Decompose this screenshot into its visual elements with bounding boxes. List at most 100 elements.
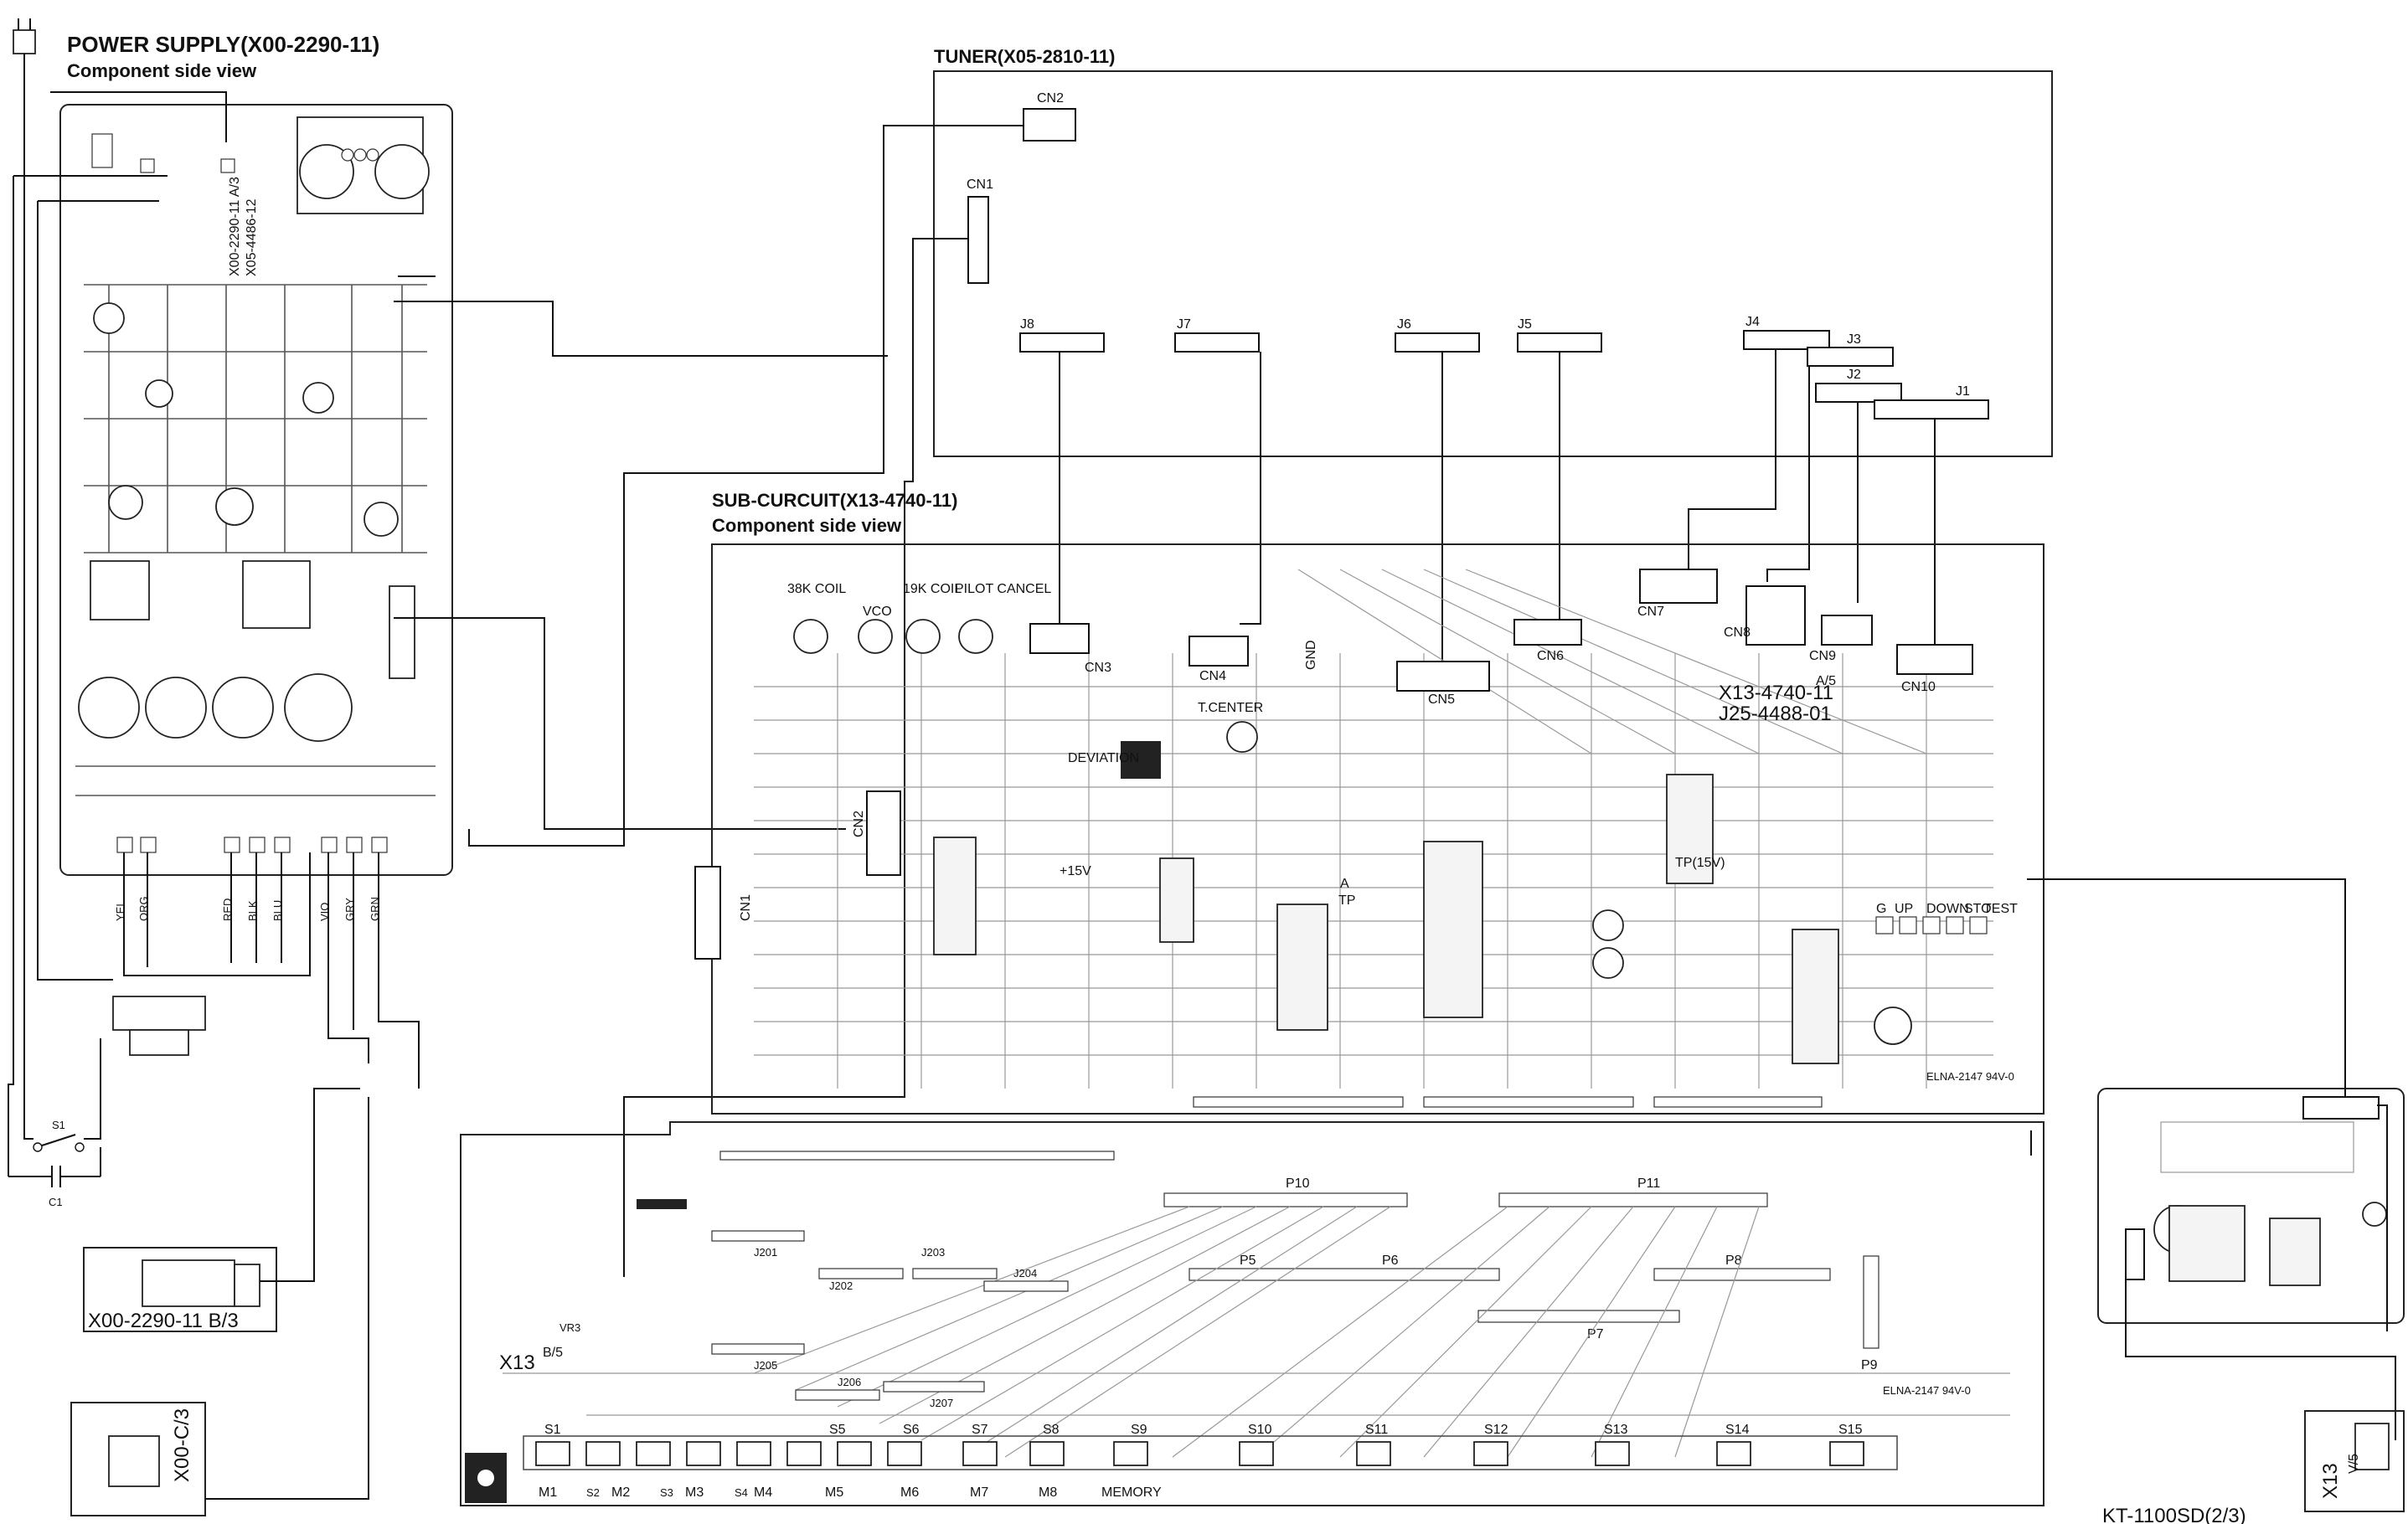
svg-text:S4: S4 bbox=[735, 1486, 748, 1499]
svg-text:CN1: CN1 bbox=[739, 894, 753, 921]
svg-text:J7: J7 bbox=[1177, 317, 1191, 332]
svg-text:CN2: CN2 bbox=[852, 811, 866, 837]
svg-text:CN5: CN5 bbox=[1428, 692, 1455, 707]
svg-text:S3: S3 bbox=[660, 1486, 673, 1499]
svg-text:J2: J2 bbox=[1847, 368, 1861, 382]
power-part-code: X00-2290-11 A/3 bbox=[228, 177, 242, 276]
svg-text:P6: P6 bbox=[1382, 1254, 1399, 1268]
svg-text:+15V: +15V bbox=[1060, 864, 1091, 878]
svg-text:S12: S12 bbox=[1484, 1423, 1508, 1437]
svg-text:P10: P10 bbox=[1286, 1176, 1310, 1191]
svg-text:TEST: TEST bbox=[1983, 902, 2018, 916]
svg-text:S11: S11 bbox=[1365, 1423, 1388, 1437]
tuner-board bbox=[933, 70, 2053, 457]
svg-text:M2: M2 bbox=[611, 1485, 630, 1500]
power-board-code: X05-4486-12 bbox=[245, 198, 259, 276]
svg-text:P8: P8 bbox=[1725, 1254, 1742, 1268]
svg-text:VR3: VR3 bbox=[559, 1321, 580, 1334]
svg-text:S1: S1 bbox=[52, 1119, 65, 1131]
tuner-title: TUNER(X05-2810-11) bbox=[934, 46, 1115, 67]
tuner-cn1: CN1 bbox=[967, 178, 993, 284]
svg-text:A: A bbox=[1340, 877, 1349, 891]
svg-text:A/5: A/5 bbox=[1816, 674, 1836, 688]
svg-text:G: G bbox=[1876, 902, 1886, 916]
svg-text:MEMORY: MEMORY bbox=[1101, 1485, 1162, 1500]
svg-text:S8: S8 bbox=[1043, 1423, 1060, 1437]
svg-text:CN1: CN1 bbox=[967, 178, 993, 192]
svg-text:P11: P11 bbox=[1637, 1176, 1660, 1191]
lower-board: P10 P11 P5 P6 P8 P7 P9 J201 J202 J203 J2… bbox=[460, 1121, 2044, 1506]
svg-text:S2: S2 bbox=[586, 1486, 600, 1499]
model-footer: KT-1100SD(2/3) bbox=[2102, 1505, 2246, 1524]
svg-text:S6: S6 bbox=[903, 1423, 920, 1437]
svg-text:M3: M3 bbox=[685, 1485, 704, 1500]
tuner-to-subcircuit-wires bbox=[468, 125, 1936, 1277]
svg-text:J207: J207 bbox=[930, 1397, 953, 1409]
switch-board: X00-2290-11 B/3 bbox=[83, 1088, 360, 1332]
power-supply-harness bbox=[123, 852, 420, 1089]
sub-circuit-subtitle: Component side view bbox=[712, 515, 902, 536]
svg-text:X00-C/3: X00-C/3 bbox=[171, 1408, 193, 1482]
svg-text:ELNA-2147 94V-0: ELNA-2147 94V-0 bbox=[1926, 1070, 2014, 1083]
svg-text:TP: TP bbox=[1338, 893, 1355, 908]
svg-text:S13: S13 bbox=[1604, 1423, 1628, 1437]
svg-text:CN8: CN8 bbox=[1724, 626, 1751, 640]
svg-text:GND: GND bbox=[1304, 640, 1318, 670]
svg-text:J5: J5 bbox=[1518, 317, 1532, 332]
svg-text:CN9: CN9 bbox=[1809, 649, 1836, 663]
svg-text:P9: P9 bbox=[1861, 1358, 1878, 1372]
tuner-cn2: CN2 bbox=[1023, 91, 1076, 142]
svg-text:P5: P5 bbox=[1240, 1254, 1256, 1268]
svg-text:J6: J6 bbox=[1397, 317, 1411, 332]
power-to-subcircuit-wires bbox=[394, 275, 888, 830]
transformer bbox=[112, 996, 206, 1031]
svg-text:S1: S1 bbox=[544, 1423, 561, 1437]
svg-text:J201: J201 bbox=[754, 1246, 777, 1259]
svg-text:PILOT CANCEL: PILOT CANCEL bbox=[955, 582, 1051, 596]
svg-text:S9: S9 bbox=[1131, 1423, 1147, 1437]
svg-text:S7: S7 bbox=[972, 1423, 988, 1437]
power-supply-title: POWER SUPPLY(X00-2290-11) bbox=[67, 32, 379, 57]
svg-text:X13: X13 bbox=[499, 1352, 535, 1374]
svg-text:DEVIATION: DEVIATION bbox=[1068, 751, 1139, 765]
svg-text:S15: S15 bbox=[1838, 1423, 1863, 1437]
ac-line-wires bbox=[8, 75, 227, 1140]
svg-text:M7: M7 bbox=[970, 1485, 988, 1500]
svg-text:T.CENTER: T.CENTER bbox=[1198, 701, 1263, 715]
power-supply-board: X05-4486-12 X00-2290-11 A/3 bbox=[59, 104, 453, 876]
svg-text:ELNA-2147 94V-0: ELNA-2147 94V-0 bbox=[1883, 1384, 1971, 1397]
svg-text:M8: M8 bbox=[1039, 1485, 1057, 1500]
svg-text:J1: J1 bbox=[1956, 384, 1970, 399]
svg-text:DOWN: DOWN bbox=[1926, 902, 1969, 916]
svg-text:M5: M5 bbox=[825, 1485, 843, 1500]
svg-text:UP: UP bbox=[1895, 902, 1913, 916]
svg-text:CN2: CN2 bbox=[1037, 91, 1064, 106]
svg-text:38K COIL: 38K COIL bbox=[787, 582, 846, 596]
svg-text:S5: S5 bbox=[829, 1423, 846, 1437]
svg-text:V/5: V/5 bbox=[2347, 1454, 2361, 1474]
svg-text:S10: S10 bbox=[1248, 1423, 1272, 1437]
right-small-board: X13 V/5 bbox=[2304, 1410, 2405, 1512]
svg-text:M6: M6 bbox=[900, 1485, 919, 1500]
svg-text:CN6: CN6 bbox=[1537, 649, 1564, 663]
switch-board-code: X00-2290-11 B/3 bbox=[88, 1310, 239, 1332]
svg-text:J25-4488-01: J25-4488-01 bbox=[1719, 703, 1832, 725]
svg-text:J4: J4 bbox=[1745, 315, 1760, 329]
svg-text:P7: P7 bbox=[1587, 1327, 1604, 1341]
svg-text:TP(15V): TP(15V) bbox=[1675, 856, 1725, 870]
c-board: X00-C/3 bbox=[70, 1097, 369, 1516]
svg-text:STO: STO bbox=[1964, 902, 1992, 916]
svg-text:J3: J3 bbox=[1847, 332, 1861, 347]
svg-text:CN3: CN3 bbox=[1085, 661, 1111, 675]
power-supply-subtitle: Component side view bbox=[67, 60, 257, 81]
power-switch: S1 C1 bbox=[8, 1119, 101, 1208]
svg-text:J203: J203 bbox=[921, 1246, 945, 1259]
svg-text:CN4: CN4 bbox=[1199, 669, 1226, 683]
svg-text:J205: J205 bbox=[754, 1359, 777, 1372]
svg-text:M4: M4 bbox=[754, 1485, 772, 1500]
power-plug-icon bbox=[13, 18, 36, 75]
svg-text:S14: S14 bbox=[1725, 1423, 1750, 1437]
svg-text:CN10: CN10 bbox=[1901, 680, 1936, 694]
sub-circuit-board: 38K COIL VCO 19K COIL PILOT CANCEL CN3 C… bbox=[694, 543, 2044, 1115]
